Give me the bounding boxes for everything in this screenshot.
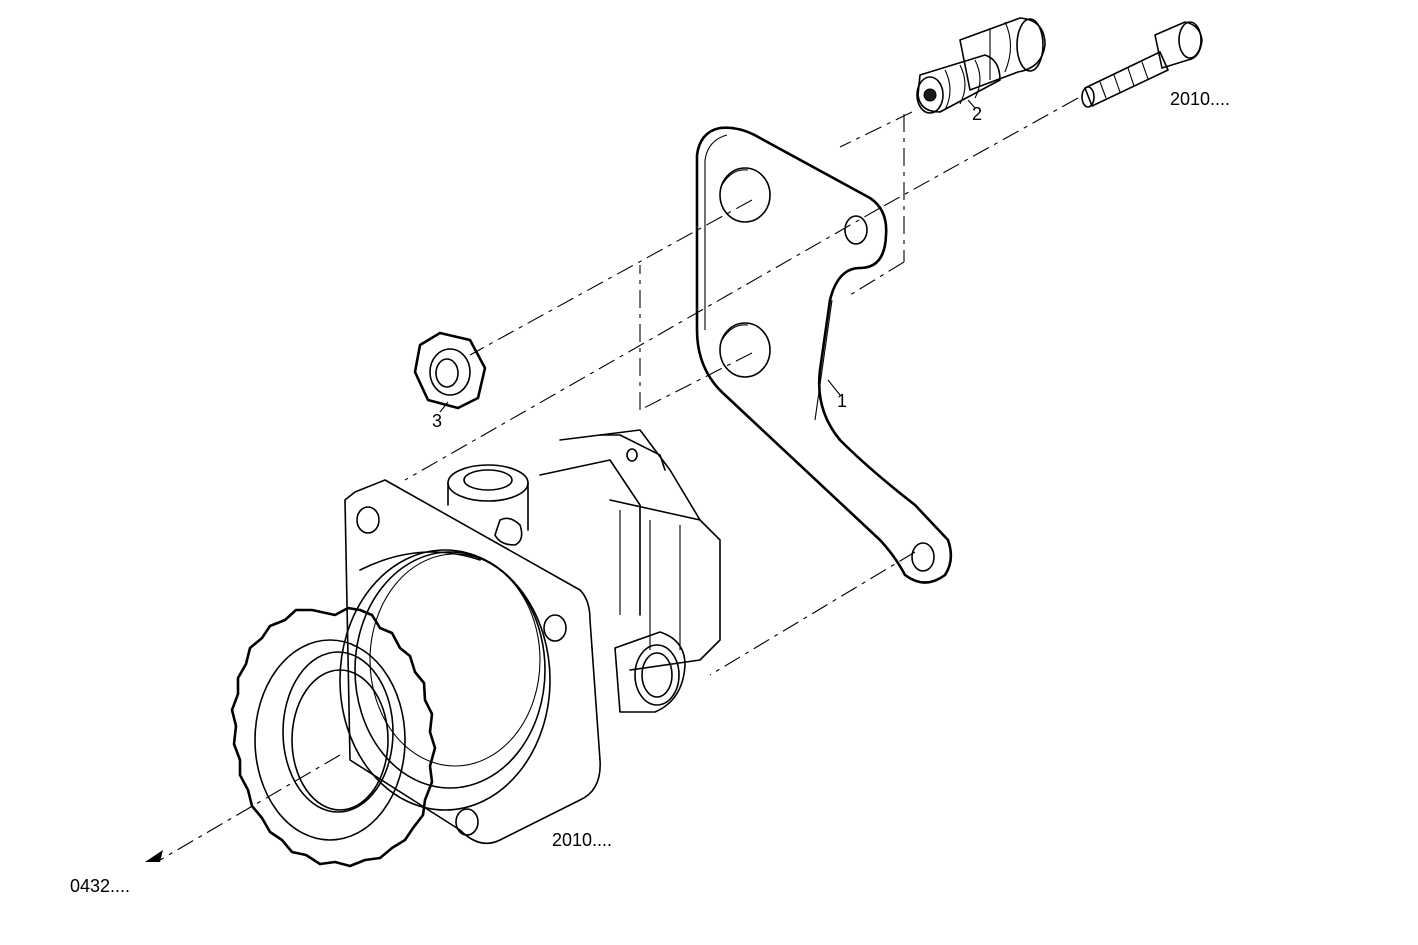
- assembly-lines: [159, 97, 1079, 861]
- bracket-part: [695, 126, 953, 584]
- bolt-reference-label: 2010....: [1170, 89, 1231, 109]
- pump-reference-label: 2010....: [552, 830, 613, 850]
- bolt-part: [1081, 21, 1203, 108]
- pump-assembly: [230, 429, 721, 868]
- part-label-2: 2: [972, 104, 983, 124]
- nut-part: [413, 331, 487, 410]
- shaft-reference-label: 0432....: [70, 876, 131, 896]
- fitting-part: [916, 17, 1046, 114]
- part-label-3: 3: [432, 411, 443, 431]
- leader-lines: [439, 99, 976, 413]
- part-label-1: 1: [837, 391, 848, 411]
- arrowhead-icon: [145, 850, 163, 862]
